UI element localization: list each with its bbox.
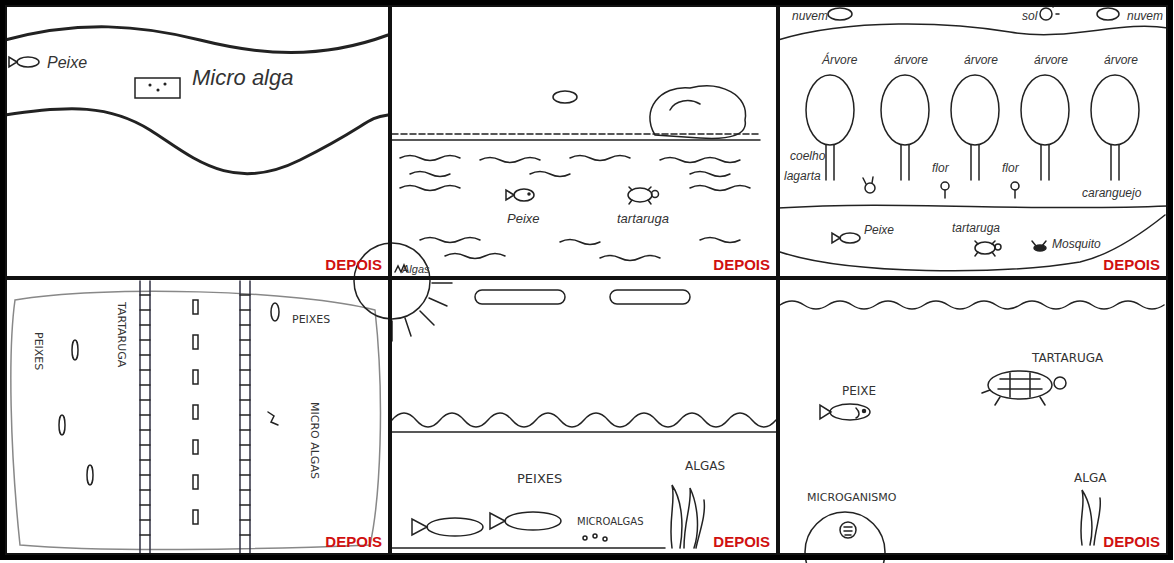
drawing-panel: PEIXES MICROALGAS ALGAS DEPOIS	[390, 278, 778, 555]
drawing-label: MICROALGAS	[577, 517, 644, 527]
drawing-label: PEIXES	[517, 472, 562, 485]
drawing-panel: nuvem sol nuvemÁrvore árvore árvore árvore árv…	[778, 5, 1168, 278]
stage-tag: DEPOIS	[713, 257, 770, 272]
drawing-label: Micro alga	[192, 67, 293, 89]
forest-drawing	[778, 1, 1168, 271]
river-drawing	[5, 27, 388, 174]
ocean-drawing	[780, 301, 1164, 563]
drawing-label: flor	[1002, 162, 1019, 174]
stage-tag: DEPOIS	[325, 534, 382, 549]
stage-tag: DEPOIS	[713, 534, 770, 549]
drawing-label: MICROGANISMO	[807, 492, 896, 503]
drawing-label: ALGAS	[685, 460, 725, 472]
lake-drawing	[392, 86, 760, 272]
drawing-label: árvore	[1034, 54, 1068, 66]
drawing-label: Peixe	[864, 224, 894, 236]
drawing-label: coelho	[790, 150, 825, 162]
drawing-label: TARTARUGA	[1032, 352, 1103, 364]
drawing-panel: PeixeMicro algaDEPOIS	[5, 5, 390, 278]
drawing-label: Peixe	[507, 212, 540, 225]
drawing-label: tartaruga	[617, 212, 669, 225]
drawing-label: Árvore	[822, 54, 857, 66]
road-drawing	[11, 281, 381, 553]
stage-tag: DEPOIS	[1103, 257, 1160, 272]
drawing-panel: Peixe tartarugaAlgas DEPOIS	[390, 5, 778, 278]
drawing-label: árvore	[964, 54, 998, 66]
drawing-label: nuvem	[1127, 10, 1163, 22]
drawing-label: PEIXE	[842, 385, 876, 397]
drawing-label: árvore	[1104, 54, 1138, 66]
outer-frame	[3, 3, 1171, 558]
drawing-label: Algas	[402, 264, 430, 275]
drawing-label: lagarta	[784, 170, 821, 182]
drawing-label: PEIXES	[292, 314, 330, 325]
drawing-label: sol	[1022, 10, 1037, 22]
drawing-panel: TARTARUGA PEIXES PEIXES MICRO ALGAS DEPOIS	[5, 278, 390, 555]
drawing-panel: PEIXE TARTARUGA MICROGANISMO ALGA DEPOIS	[778, 278, 1168, 555]
drawing-label: TARTARUGA	[116, 302, 127, 367]
drawing-label: ALGA	[1074, 472, 1106, 484]
drawing-label: PEIXES	[33, 332, 44, 370]
drawing-label: árvore	[894, 54, 928, 66]
drawing-label: Peixe	[47, 55, 87, 71]
drawing-label: MICRO ALGAS	[309, 402, 320, 479]
sea-drawing	[354, 243, 776, 548]
drawing-label: Mosquito	[1052, 238, 1101, 250]
stage-tag: DEPOIS	[325, 257, 382, 272]
stage-tag: DEPOIS	[1103, 534, 1160, 549]
drawing-label: flor	[932, 162, 949, 174]
drawing-label: nuvem	[792, 10, 828, 22]
drawing-label: tartaruga	[952, 222, 1000, 234]
drawing-label: caranguejo	[1082, 187, 1141, 199]
